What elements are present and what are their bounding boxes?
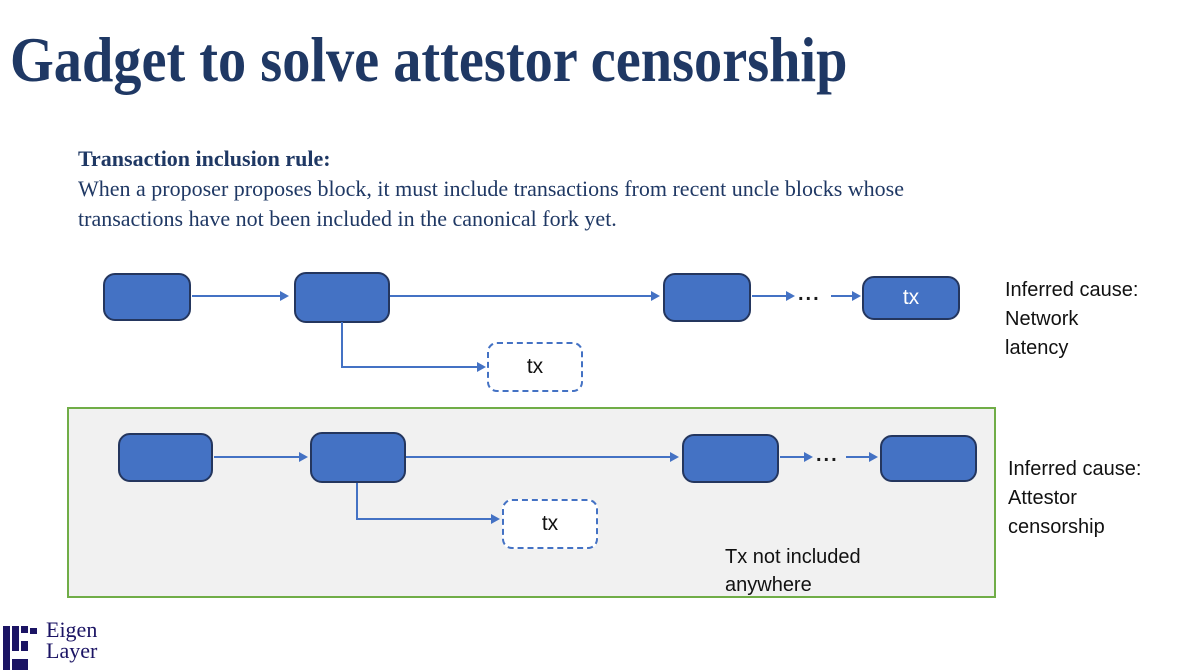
- latency-uncle-tx-block: tx: [487, 342, 583, 392]
- ellipsis: ...: [798, 283, 821, 305]
- arrow: [780, 452, 813, 462]
- arrow: [341, 362, 486, 372]
- slide-title: Gadget to solve attestor censorship: [10, 24, 848, 95]
- ellipsis: ...: [816, 444, 839, 466]
- arrow: [846, 452, 878, 462]
- latency-caption: Inferred cause: Network latency: [1005, 279, 1139, 359]
- latency-block-1: [103, 273, 191, 321]
- uncle-connector: [356, 483, 358, 519]
- logo-line-1: Eigen: [46, 617, 98, 642]
- latency-block-2: [294, 272, 390, 323]
- arrow: [214, 452, 308, 462]
- arrow: [406, 452, 679, 462]
- censorship-caption: Inferred cause: Attestor censorship: [1008, 458, 1142, 538]
- tx-not-included-note: Tx not included anywhere: [725, 546, 861, 596]
- arrow: [356, 514, 500, 524]
- logo-line-2: Layer: [46, 638, 98, 663]
- censorship-block-3: [682, 434, 779, 483]
- censorship-uncle-tx-block: tx: [502, 499, 598, 549]
- uncle-connector: [341, 322, 343, 367]
- rule-body: When a proposer proposes block, it must …: [78, 176, 904, 231]
- eigenlayer-logo-text: Eigen Layer: [46, 617, 98, 663]
- arrow: [831, 291, 861, 301]
- latency-tip-block: tx: [862, 276, 960, 320]
- censorship-block-1: [118, 433, 213, 482]
- censorship-block-2: [310, 432, 406, 483]
- transaction-inclusion-rule: Transaction inclusion rule: When a propo…: [78, 144, 904, 234]
- arrow: [390, 291, 660, 301]
- rule-heading: Transaction inclusion rule:: [78, 146, 331, 171]
- arrow: [752, 291, 795, 301]
- latency-block-3: [663, 273, 751, 322]
- censorship-tip-block: [880, 435, 977, 482]
- eigenlayer-logo-icon: [3, 626, 41, 670]
- arrow: [192, 291, 289, 301]
